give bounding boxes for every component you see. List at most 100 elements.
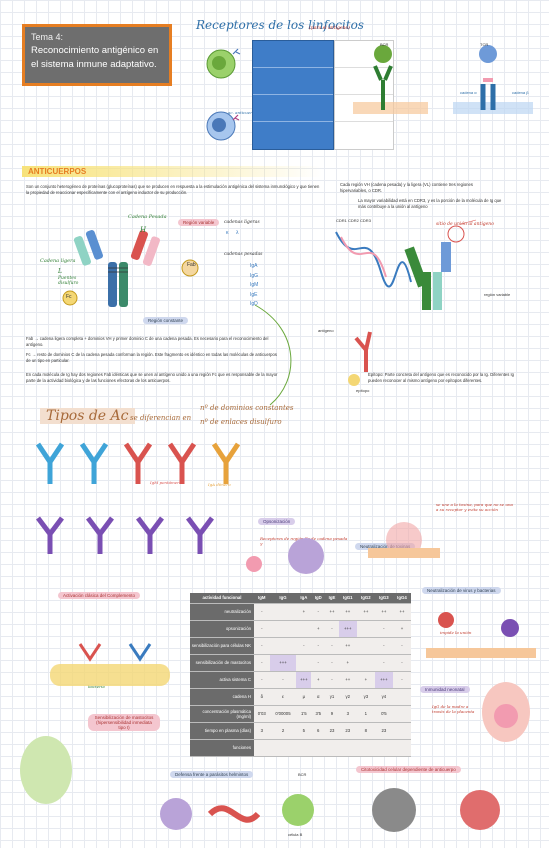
table-cell: +++ [269,654,297,672]
bcr-label: BCR [380,42,389,47]
virus-illustration [426,612,536,658]
region-variable-label: región variable [484,292,511,297]
tipos-diff-1: nº de dominios constantes [200,404,294,412]
igg3-icon [136,516,164,554]
table-cell: 1 [356,705,375,723]
activacion-complemento-pill: Activación clásica del Complemento [58,592,141,599]
table-cell: 2 [269,722,297,740]
type-pentamero: IgM pentámero [150,480,182,485]
citotoxicidad-pill: Citotoxicidad celular dependiente de ant… [356,766,461,773]
region-variable-pill: Región variable [178,219,220,226]
chain-b-label: cadena β [512,90,529,95]
table-cell: γ2 [338,688,357,706]
table-cell [269,620,297,638]
light-kappa: κ [226,230,229,236]
table-cell: 23 [325,722,339,740]
table-cell: ++ [338,637,357,655]
table-row: activa sistema C--++++-++++++- [190,671,411,689]
cdr1-label: CDR1 [336,218,347,223]
antigeno-label: antígeno [318,328,334,333]
bcr-illustration [282,794,314,826]
table-cell: - [374,620,393,638]
antibody-types-row-2 [36,516,214,554]
heavy-type-igg: IgG [250,272,259,279]
table-cell: ++ [374,603,393,621]
light-chain-label: Cadena ligera [40,258,76,264]
table-cell: ++ [392,603,411,621]
table-row-label: sensibilización de mastocitos [190,654,254,672]
receptores-subtitle: (para el antígeno) [309,26,350,31]
heavy-type-iga: IgA [250,263,258,269]
table-cell [269,603,297,621]
fab-text: Fab → cadena ligera completa + dominios … [26,336,269,348]
heavy-chain-label: Cadena Pesada [128,214,167,220]
neonatal-illustration [482,682,530,742]
bridges-label: Puentes disulfuro [58,276,79,286]
table-cell: 0'00005 [269,705,297,723]
title-box: Tema 4: Reconocimiento antigénico en el … [22,24,172,86]
fc-label: Fc [66,294,72,300]
table-cell [338,739,357,758]
table-cell: +++ [296,671,312,689]
table-cell [269,637,297,655]
table-cell: 1'5 [296,705,312,723]
table-cell: - [254,620,270,638]
opsonizacion-pill: Opsonización [258,518,296,525]
epitope-diagram [348,331,372,386]
title-line-1: Reconocimiento antigénico en [31,45,159,57]
table-cell: 3 [338,705,357,723]
epitopo-label: epítopo [356,388,370,393]
table-cell: - [374,654,393,672]
table-cell [392,722,411,740]
table-cell [374,739,393,758]
table-cell: - [325,671,339,689]
ige-icon [167,442,197,484]
receptor-row-3 [253,95,333,122]
helminth-illustration [160,798,260,830]
mastocyte-icon [20,736,72,804]
table-cell: - [254,603,270,621]
table-cell [392,688,411,706]
table-body: neutralización-+-++++++++++opsonización-… [190,603,411,758]
complement-illustration [50,643,170,686]
table-row-label: concentración plasmática (mg/ml) [190,705,254,723]
tcr-label: TCR [480,42,489,47]
table-cell: - [374,637,393,655]
table-cell: - [392,637,411,655]
table-row-label: tiempo en plasma (días) [190,722,254,740]
mastocyte-illustration [20,736,72,804]
table-cell: γ1 [325,688,339,706]
defensa-helmintos-pill: Defensa frente a parásitos helmintos [170,771,254,778]
table-row-label: cadena H [190,688,254,706]
table-cell: - [325,637,339,655]
receptor-row-1 [253,41,333,68]
light-chain-L: L [58,268,62,275]
heavy-types-list: IgA IgG IgM IgE IgD [250,262,258,310]
table-cell [356,739,375,758]
table-cell: ε [269,688,297,706]
igg-icon [128,643,152,662]
receptores-title: Receptores de los linfocitos [196,18,364,32]
table-cell: + [311,620,326,638]
tema-label: Tema 4: [31,32,64,42]
macrophage-illustration [246,538,324,574]
cdr3-label: CDR3 [360,218,371,223]
table-header-7: IgG2 [356,593,375,604]
heavy-chain-H: H [140,226,147,234]
region-text: En cada molécula de Ig hay dos regiones … [26,372,278,384]
table-header-6: IgG1 [338,593,357,604]
light-lambda: λ [236,230,239,236]
nk-cell-icon [372,788,416,832]
neutralizacion-toxinas-note: se une a la toxina, para que no se una a… [436,502,513,512]
table-cell: + [296,603,312,621]
table-cell: ++ [356,603,375,621]
table-row-label: opsonización [190,620,254,638]
epitopo-text: Epítopo: Parte concreta del antígeno que… [368,372,514,384]
table-row: sensibilización para células NK----++-- [190,637,411,655]
table-cell [325,739,339,758]
table-cell: ++ [338,671,357,689]
anticuerpos-note: ac. anticuerpos [228,110,260,115]
table-cell: +++ [374,671,393,689]
table-cell [392,705,411,723]
